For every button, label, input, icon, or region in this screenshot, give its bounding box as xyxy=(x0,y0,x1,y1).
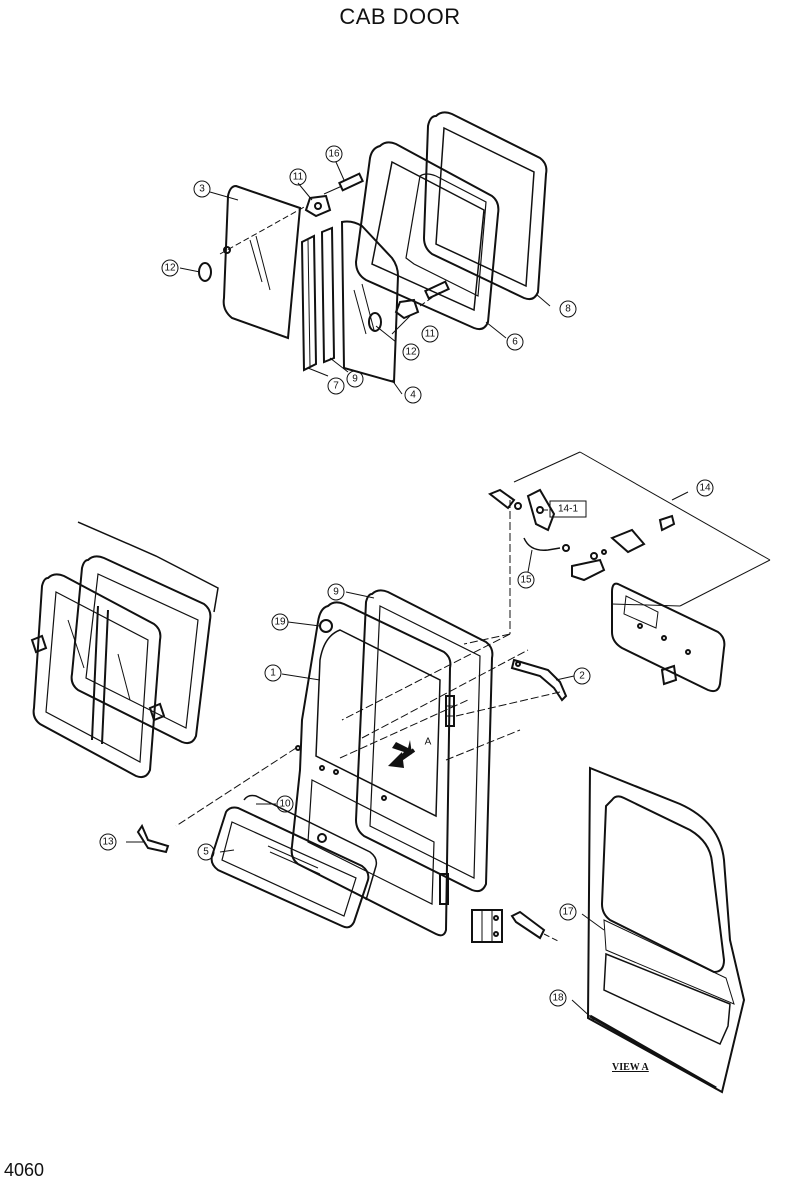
hinge-block xyxy=(471,909,503,943)
callout-14-1: 14-1 xyxy=(549,500,587,518)
glass-seal-part-10 xyxy=(243,794,378,901)
view-a-panel xyxy=(586,766,746,1094)
sliding-glass-part-4 xyxy=(340,220,400,384)
callout-12b-text: 12 xyxy=(405,347,417,358)
callout-10-text: 10 xyxy=(279,799,291,810)
callout-3-text: 3 xyxy=(199,184,205,195)
latch-mechanism xyxy=(571,514,676,582)
callout-14: 14 xyxy=(696,479,714,497)
callout-18-text: 18 xyxy=(552,993,564,1004)
weather-seal-part-8 xyxy=(422,111,548,301)
bolt-lower xyxy=(424,280,450,300)
callout-9b-text: 9 xyxy=(333,587,339,598)
callout-6: 6 xyxy=(506,333,524,351)
callout-7: 7 xyxy=(327,377,345,395)
callout-4-text: 4 xyxy=(410,390,416,401)
window-frame-part-6 xyxy=(354,141,500,331)
handle-lever-part-14-1 xyxy=(526,488,556,532)
callout-19-text: 19 xyxy=(274,617,286,628)
callout-4: 4 xyxy=(404,386,422,404)
callout-11a: 11 xyxy=(289,168,307,186)
callout-1: 1 xyxy=(264,664,282,682)
callout-11a-text: 11 xyxy=(293,172,304,183)
grommet-part-19 xyxy=(319,619,333,633)
door-seal-part-9 xyxy=(354,589,494,893)
leader-lines-lower xyxy=(126,491,689,1021)
callout-6-text: 6 xyxy=(512,337,518,348)
callout-15: 15 xyxy=(517,571,535,589)
page-title: CAB DOOR xyxy=(339,4,461,29)
handle-bolt xyxy=(488,488,522,510)
callout-17-text: 17 xyxy=(562,907,574,918)
door-hinge-upper xyxy=(445,695,455,727)
window-assembly-a xyxy=(30,521,219,779)
callout-17: 17 xyxy=(559,903,577,921)
callout-9a: 9 xyxy=(346,370,364,388)
callout-2-text: 2 xyxy=(579,671,585,682)
callout-14-text: 14 xyxy=(699,483,711,494)
latch-nut-part-11 xyxy=(304,194,332,218)
page-number: 4060 xyxy=(4,1160,45,1180)
side-glass-part-3 xyxy=(222,184,302,340)
callout-9b: 9 xyxy=(327,583,345,601)
door-hinge-lower xyxy=(439,873,449,905)
view-a-label: VIEW A xyxy=(612,1062,650,1073)
callout-19: 19 xyxy=(271,613,289,631)
latch-nut-lower-part-11 xyxy=(394,298,420,320)
callout-8: 8 xyxy=(559,300,577,318)
leader-lines-top xyxy=(179,161,551,395)
callout-3: 3 xyxy=(193,180,211,198)
catch-part-13 xyxy=(136,823,170,854)
callout-12a: 12 xyxy=(161,259,179,277)
callout-5-text: 5 xyxy=(203,847,209,858)
callout-13: 13 xyxy=(99,833,117,851)
hinge-bolt xyxy=(510,910,546,940)
callout-18: 18 xyxy=(549,989,567,1007)
lower-glass-part-5 xyxy=(210,806,370,929)
callout-1-text: 1 xyxy=(270,668,276,679)
arrow-a-label: A xyxy=(425,737,432,748)
callout-12b: 12 xyxy=(402,343,420,361)
callout-14-1-text: 14-1 xyxy=(558,504,578,515)
callout-5: 5 xyxy=(197,843,215,861)
inner-trim-panel xyxy=(611,582,726,693)
callout-7-text: 7 xyxy=(333,381,339,392)
channel-strip-part-7 xyxy=(300,234,318,372)
callout-9a-text: 9 xyxy=(352,374,358,385)
callout-2: 2 xyxy=(573,667,591,685)
callout-15-text: 15 xyxy=(520,575,532,586)
bracket-lines-14 xyxy=(513,451,771,607)
callout-16: 16 xyxy=(325,145,343,163)
bracket-part-2 xyxy=(510,658,568,702)
callout-12a-text: 12 xyxy=(164,263,176,274)
callout-8-text: 8 xyxy=(565,304,571,315)
callout-13-text: 13 xyxy=(102,837,114,848)
rod-part-15 xyxy=(523,537,570,552)
channel-strip-part-9 xyxy=(320,226,336,364)
view-a-arrow xyxy=(388,740,416,768)
callout-10: 10 xyxy=(276,795,294,813)
callout-16-text: 16 xyxy=(328,149,340,160)
callout-11b: 11 xyxy=(421,325,439,343)
bolt-part-16 xyxy=(323,172,364,195)
callout-11b-text: 11 xyxy=(425,329,436,340)
